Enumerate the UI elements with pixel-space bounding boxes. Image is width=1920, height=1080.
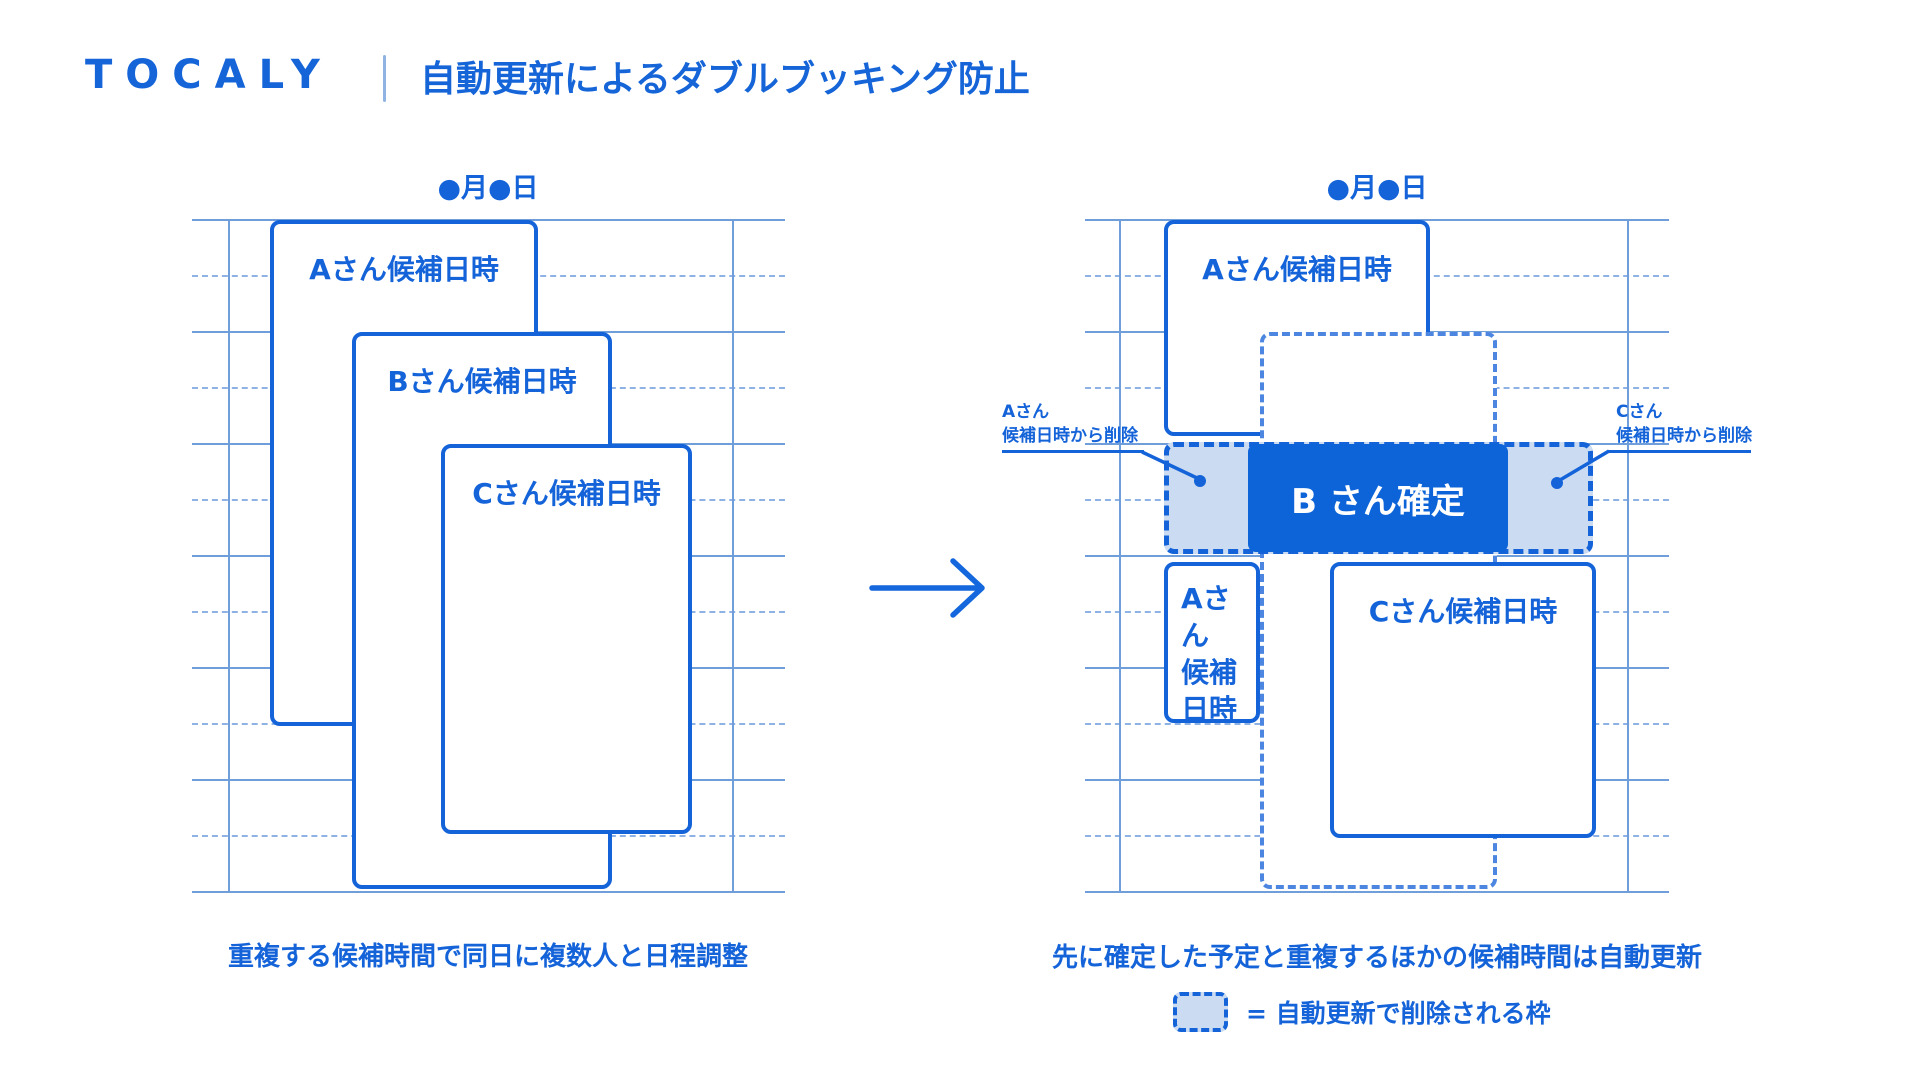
grid-line bbox=[1119, 220, 1121, 892]
page-title: 自動更新によるダブルブッキング防止 bbox=[420, 59, 1030, 100]
legend: = 自動更新で削除される枠 bbox=[1173, 992, 1551, 1032]
left-caption: 重複する候補時間で同日に複数人と日程調整 bbox=[227, 942, 749, 972]
right-arrow-icon bbox=[869, 558, 985, 618]
grid-line bbox=[1627, 220, 1629, 892]
deleted-frame-swatch-icon bbox=[1173, 992, 1228, 1032]
candidate-box-a-bottom: Aさん 候補 日時 bbox=[1164, 562, 1260, 726]
right-date-label: ●月●日 bbox=[1326, 173, 1428, 204]
grid-line bbox=[228, 220, 230, 892]
tocaly-logo: TOCALY bbox=[85, 52, 333, 98]
right-caption: 先に確定した予定と重複するほかの候補時間は自動更新 bbox=[1051, 943, 1703, 973]
grid-line bbox=[192, 891, 785, 893]
annotation-underline bbox=[1002, 450, 1144, 453]
grid-line bbox=[732, 220, 734, 892]
candidate-box-c-bottom: Cさん候補日時 bbox=[1330, 562, 1596, 838]
confirmed-slot-b: B さん確定 bbox=[1248, 444, 1508, 552]
header-divider bbox=[383, 55, 386, 102]
grid-line bbox=[1085, 891, 1669, 893]
annotation-underline bbox=[1608, 450, 1751, 453]
legend-label: = 自動更新で削除される枠 bbox=[1246, 999, 1551, 1028]
annotation-deleted-from-c: Cさん 候補日時から削除 bbox=[1616, 402, 1752, 446]
annotation-deleted-from-a: Aさん 候補日時から削除 bbox=[1002, 402, 1138, 446]
candidate-box-c: Cさん候補日時 bbox=[441, 444, 692, 834]
left-date-label: ●月●日 bbox=[437, 173, 539, 204]
